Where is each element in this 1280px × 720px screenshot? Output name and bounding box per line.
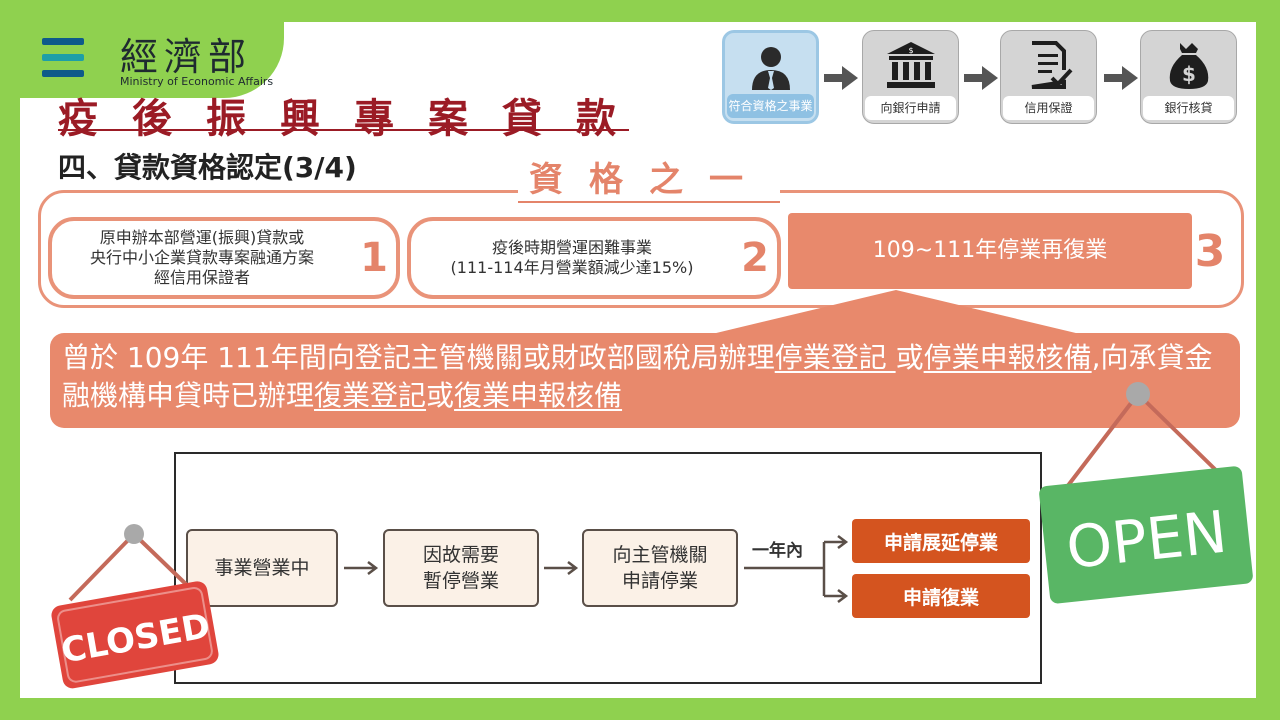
arrow-right-icon: [1104, 66, 1138, 90]
process-steps: 符合資格之事業 $ 向銀行申請: [722, 30, 1242, 126]
logo-area: 經濟部 Ministry of Economic Affairs: [20, 22, 284, 98]
svg-text:$: $: [1182, 62, 1196, 86]
section-subtitle: 四、貸款資格認定(3/4): [58, 151, 357, 184]
flow-step-apply-suspension: 向主管機關 申請停業: [582, 529, 738, 607]
item-text-line: 疫後時期營運困難事業: [491, 238, 652, 257]
item-text-line: 原申辦本部營運(振興)貸款或: [99, 228, 305, 247]
step-label: 信用保證: [1003, 96, 1094, 120]
title-underline: [58, 129, 629, 131]
callout-box: [50, 333, 1240, 428]
item-text-line: 央行中小企業貸款專案融通方案: [89, 248, 314, 267]
page-title: 疫後振興專案貸款: [58, 96, 650, 142]
qualification-item-3: 109~111年停業再復業: [788, 213, 1192, 289]
callout-part: ,向承貸金融機構申貸時已辦理: [62, 341, 1213, 412]
logo-english-name: Ministry of Economic Affairs: [120, 75, 274, 88]
arrow-right-icon: [964, 66, 998, 90]
callout-underlined: 復業申報核備: [454, 379, 623, 412]
item-text-line: (111-114年月營業額減少達15%): [450, 258, 694, 277]
heading-underline: [518, 201, 780, 203]
qualification-item-2: 疫後時期營運困難事業 (111-114年月營業額減少達15%) 2: [407, 217, 781, 299]
step-bank-approval: $ 銀行核貸: [1140, 30, 1237, 124]
bank-icon: $: [863, 37, 958, 93]
item-number: 2: [741, 235, 769, 281]
step-label: 銀行核貸: [1143, 96, 1234, 120]
document-check-icon: [1001, 37, 1096, 93]
step-bank-application: $ 向銀行申請: [862, 30, 959, 124]
callout-text: 曾於 109年 111年間向登記主管機關或財政部國稅局辦理停業登記 或停業申報核…: [62, 339, 1222, 415]
three-bars-logo-icon: [42, 38, 84, 78]
branch-label: 一年內: [752, 541, 803, 561]
logo-chinese-name: 經濟部: [120, 35, 253, 79]
money-bag-icon: $: [1141, 37, 1236, 93]
svg-text:$: $: [908, 46, 913, 55]
step-credit-guarantee: 信用保證: [1000, 30, 1097, 124]
qualification-item-1: 原申辦本部營運(振興)貸款或 央行中小企業貸款專案融通方案 經信用保證者 1: [48, 217, 400, 299]
qualification-heading: 資格之一: [518, 158, 780, 202]
item-number: 3: [1194, 226, 1226, 277]
step-label: 符合資格之事業: [727, 94, 814, 118]
callout-pointer: [712, 290, 1080, 334]
outcome-extend-suspension: 申請展延停業: [852, 519, 1030, 563]
person-icon: [725, 39, 816, 95]
item-text-line: 經信用保證者: [153, 268, 250, 287]
arrow-right-icon: [824, 66, 858, 90]
flow-step-operating: 事業營業中: [186, 529, 338, 607]
step-eligible-business: 符合資格之事業: [722, 30, 819, 124]
outcome-resume-business: 申請復業: [852, 574, 1030, 618]
callout-underlined: 停業申報核備: [923, 341, 1092, 374]
callout-underlined: 停業登記: [774, 341, 896, 374]
callout-part: 或: [895, 341, 924, 374]
step-label: 向銀行申請: [865, 96, 956, 120]
callout-part: 曾於 109年 111年間向登記主管機關或財政部國稅局辦理: [62, 341, 775, 374]
flow-step-suspend: 因故需要 暫停營業: [383, 529, 539, 607]
callout-underlined: 復業登記: [314, 379, 427, 412]
item-number: 1: [360, 235, 388, 281]
callout-part: 或: [426, 379, 455, 412]
open-sign-text: OPEN: [1063, 498, 1230, 582]
